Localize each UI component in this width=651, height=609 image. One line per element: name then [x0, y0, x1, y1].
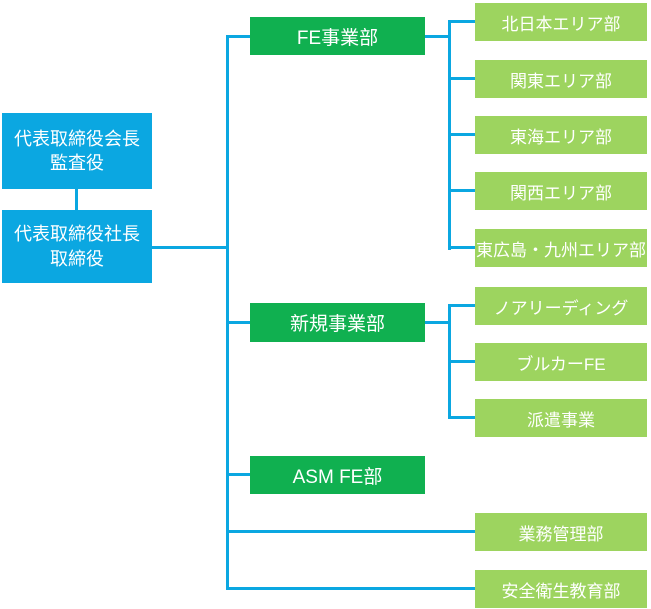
connector-trunk-new-business	[229, 321, 250, 324]
node-label: FE事業部	[296, 27, 379, 49]
connector-president-trunk	[152, 246, 229, 249]
node-label: 関西エリア部	[510, 183, 612, 203]
node-dept-anzen-eisei-kyoiku: 安全衛生教育部	[475, 570, 647, 608]
connector-stub-higashihiroshima-kyushu	[451, 246, 475, 249]
node-dept-kita-nihon-area: 北日本エリア部	[475, 3, 647, 41]
node-label: 新規事業部	[289, 314, 385, 335]
connector-fe-subtrunk	[448, 20, 451, 250]
node-chairman-auditor: 代表取締役会長 監査役	[2, 113, 152, 189]
node-label: ASM FE部	[292, 466, 383, 488]
node-dept-haken-business: 派遣事業	[475, 399, 647, 437]
node-dept-noa-reading: ノアリーディング	[475, 287, 647, 325]
node-dept-gyomu-kanri: 業務管理部	[475, 513, 647, 551]
connector-stub-kita-nihon	[451, 20, 475, 23]
node-label: 監査役	[50, 153, 104, 173]
connector-trunk-anzen-eisei	[229, 587, 475, 590]
node-dept-higashihiroshima-kyushu-area: 東広島・九州エリア部	[475, 229, 647, 267]
node-president-director: 代表取締役社長 取締役	[2, 210, 152, 283]
connector-stub-haken	[451, 416, 475, 419]
node-label: 関東エリア部	[510, 71, 612, 91]
connector-stub-noa-reading	[451, 304, 475, 307]
node-dept-tokai-area: 東海エリア部	[475, 116, 647, 154]
node-label: 東広島・九州エリア部	[476, 240, 646, 260]
connector-new-business-subtrunk	[425, 321, 448, 324]
connector-stub-kansai	[451, 189, 475, 192]
node-label: ブルカーFE	[516, 354, 606, 374]
node-division-asm-fe: ASM FE部	[250, 456, 425, 494]
connector-new-business-subtrunk-vertical	[448, 304, 451, 419]
connector-stub-kanto	[451, 77, 475, 80]
node-label: 東海エリア部	[510, 127, 612, 147]
connector-main-trunk	[226, 35, 229, 590]
connector-stub-tokai	[451, 133, 475, 136]
node-label: 代表取締役会長	[14, 128, 140, 149]
node-division-fe: FE事業部	[250, 17, 425, 55]
connector-chairman-president	[75, 189, 78, 210]
node-division-new-business: 新規事業部	[250, 303, 425, 342]
node-label: 安全衛生教育部	[501, 581, 621, 601]
node-label: 派遣事業	[527, 410, 595, 430]
connector-trunk-gyomu-kanri	[229, 530, 475, 533]
node-label: 業務管理部	[518, 524, 604, 544]
node-dept-kanto-area: 関東エリア部	[475, 60, 647, 98]
connector-stub-bruker-fe	[451, 360, 475, 363]
node-label: 取締役	[50, 248, 104, 269]
node-dept-bruker-fe: ブルカーFE	[475, 343, 647, 381]
connector-trunk-asm-fe	[229, 473, 250, 476]
connector-trunk-fe-division	[229, 35, 250, 38]
node-dept-kansai-area: 関西エリア部	[475, 172, 647, 210]
node-label: 北日本エリア部	[501, 14, 621, 34]
node-label: 代表取締役社長	[14, 224, 140, 245]
node-label: ノアリーディング	[493, 298, 629, 318]
connector-fe-division-subtrunk	[425, 35, 448, 38]
